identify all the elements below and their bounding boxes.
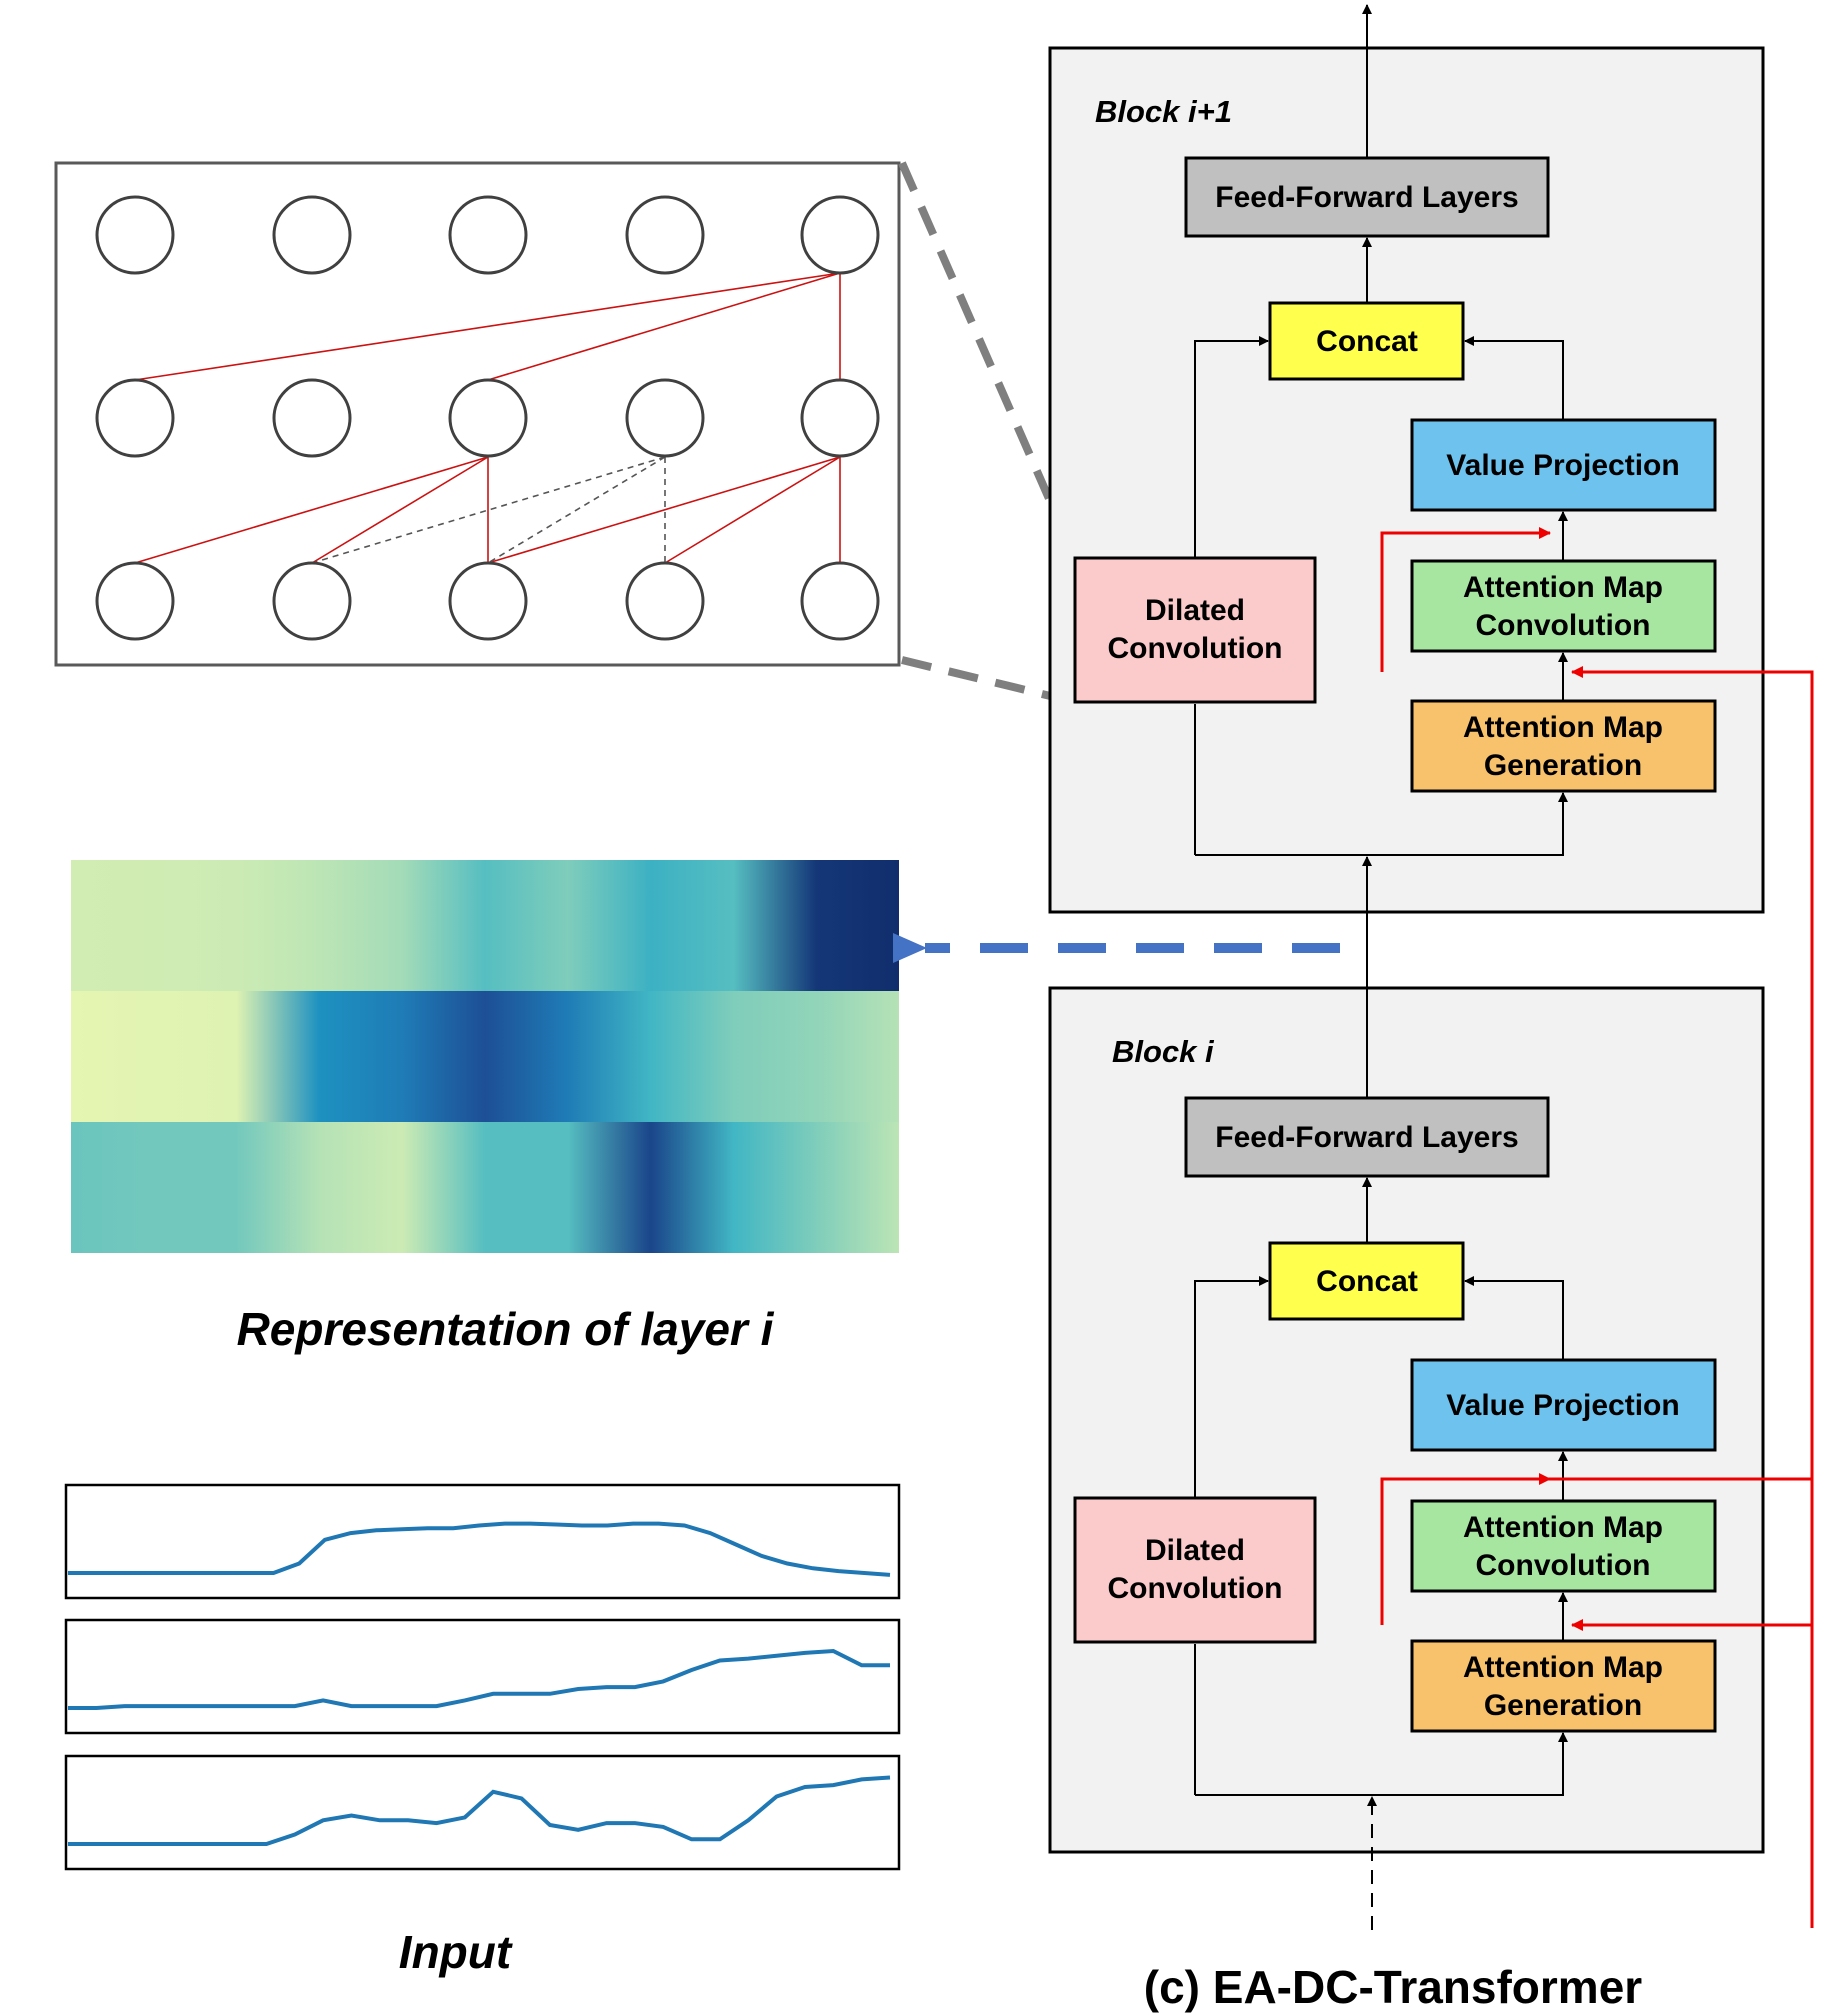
node: [272, 561, 352, 641]
dilated-conv-box: [1073, 556, 1317, 704]
signal-panel: [64, 1618, 901, 1735]
caption: (c) EA-DC-Transformer: [1144, 1961, 1643, 2013]
dilated-conv-label-2: Convolution: [1108, 632, 1283, 665]
attention-conv-label-2: Convolution: [1476, 609, 1651, 642]
attention-conv-label-1: Attention Map: [1463, 1511, 1663, 1544]
dilated-graph: [54, 161, 901, 667]
node: [448, 195, 528, 275]
value-projection-box: [1410, 1358, 1717, 1452]
node: [625, 561, 705, 641]
node: [625, 378, 705, 458]
node: [800, 378, 880, 458]
representation-label: Representation of layer i: [237, 1303, 775, 1355]
block-lower: Block i Feed-Forward Layers Concat Value…: [1048, 856, 1765, 1930]
attention-gen-label-2: Generation: [1484, 749, 1642, 782]
node: [448, 378, 528, 458]
node: [800, 561, 880, 641]
attention-conv-box: [1410, 559, 1717, 653]
dilated-conv-label-1: Dilated: [1145, 594, 1245, 627]
signal-line: [68, 1648, 890, 1710]
graph-nodes: [95, 195, 880, 641]
signal-line: [68, 1521, 891, 1577]
value-projection-label: Value Projection: [1446, 1389, 1679, 1422]
dilated-conv-label-2: Convolution: [1108, 1572, 1283, 1605]
ffn-box: [1184, 1096, 1550, 1178]
attention-gen-box: [1410, 1639, 1717, 1733]
zoom-lines: [898, 161, 1079, 706]
heatmap-row: [71, 860, 899, 991]
node: [95, 378, 175, 458]
concat-label: Concat: [1316, 325, 1418, 358]
attention-gen-box: [1410, 699, 1717, 793]
node: [448, 561, 528, 641]
input-signals: [64, 1483, 901, 1871]
dilated-conv-label-1: Dilated: [1145, 1534, 1245, 1567]
heatmap: [71, 860, 899, 1253]
heatmap-row: [71, 1122, 899, 1253]
node: [800, 195, 880, 275]
node: [625, 195, 705, 275]
signal-panel: [64, 1483, 901, 1600]
block-title: Block i: [1112, 1034, 1215, 1069]
block-lower-arrows: [1194, 856, 1568, 1930]
graph-edges: [134, 272, 841, 564]
value-projection-label: Value Projection: [1446, 449, 1679, 482]
ffn-label: Feed-Forward Layers: [1215, 1121, 1518, 1154]
dilated-conv-box: [1073, 1496, 1317, 1644]
ffn-label: Feed-Forward Layers: [1215, 181, 1518, 214]
attention-gen-label-2: Generation: [1484, 1689, 1642, 1722]
node: [272, 378, 352, 458]
signal-panel: [64, 1754, 901, 1871]
heatmap-row: [71, 991, 899, 1122]
node: [272, 195, 352, 275]
attention-gen-label-1: Attention Map: [1463, 711, 1663, 744]
node: [95, 561, 175, 641]
block-upper: Block i+1 Feed-Forward Layers Concat Val…: [1048, 4, 1765, 914]
signal-line: [68, 1775, 891, 1846]
input-label: Input: [399, 1926, 513, 1978]
block-upper-arrows: [1194, 4, 1568, 856]
concat-label: Concat: [1316, 1265, 1418, 1298]
attention-gen-label-1: Attention Map: [1463, 1651, 1663, 1684]
node: [95, 195, 175, 275]
value-projection-box: [1410, 418, 1717, 512]
block-title: Block i+1: [1095, 94, 1232, 129]
attention-conv-label-2: Convolution: [1476, 1549, 1651, 1582]
attention-conv-label-1: Attention Map: [1463, 571, 1663, 604]
